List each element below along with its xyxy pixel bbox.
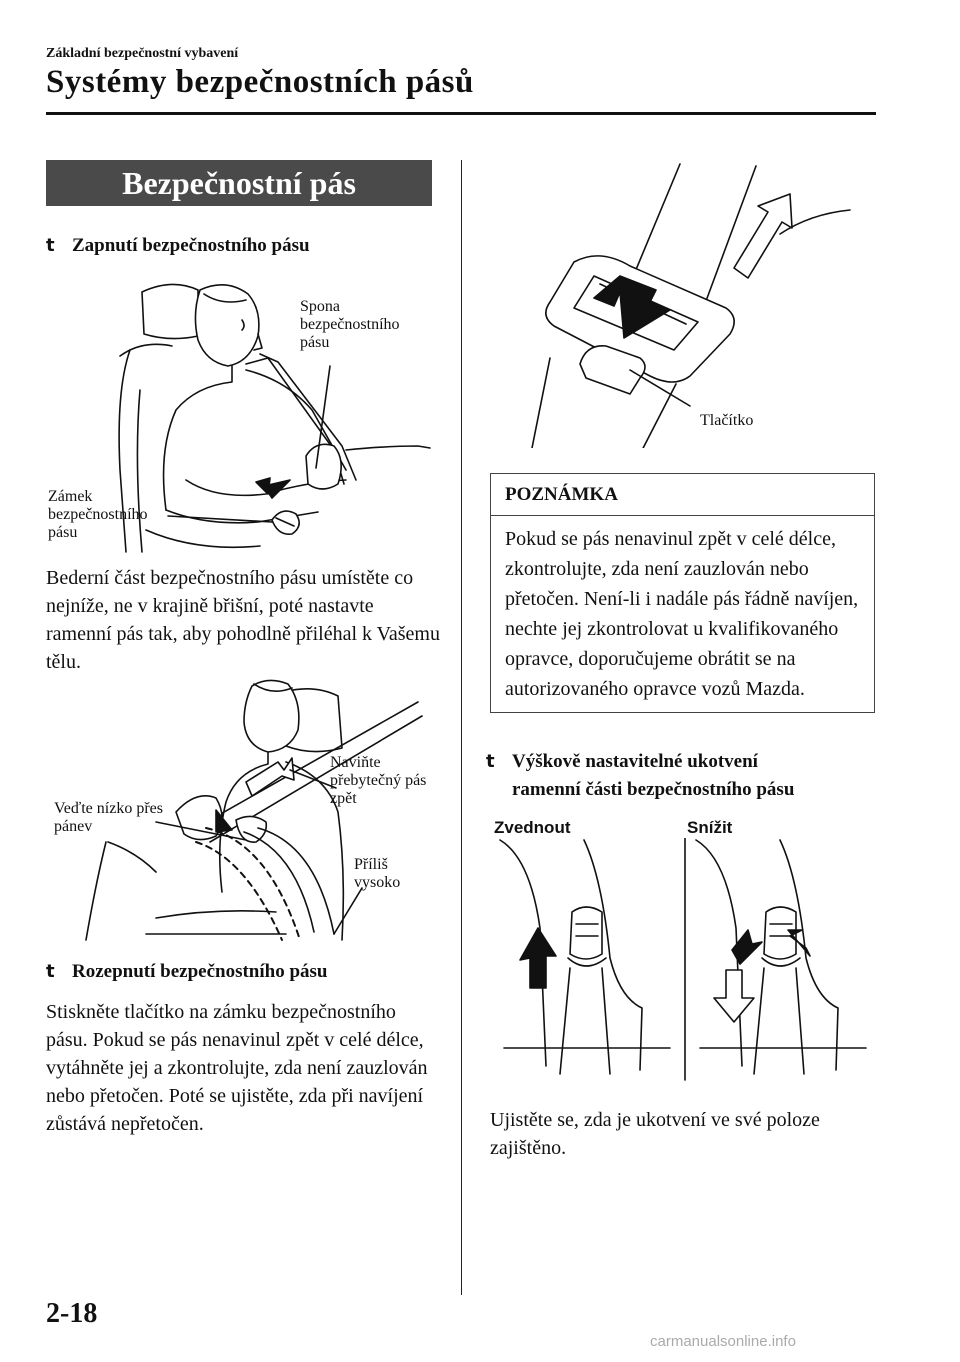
paragraph-fasten: Bederní část bezpečnostního pásu umístět… <box>46 567 440 673</box>
head <box>194 284 260 367</box>
headrest <box>141 283 199 340</box>
breadcrumb: Základní bezpečnostní vybavení <box>46 46 239 61</box>
heading-unfasten: t Rozepnutí bezpečnostního pásu <box>46 958 328 986</box>
pull-arrow <box>215 809 233 833</box>
note-box: POZNÁMKA Pokud se pás nenavinul zpět v c… <box>490 473 875 713</box>
callout-leader-buckle <box>167 515 273 523</box>
paragraph-unfasten: Stiskněte tlačítko na zámku bezpečnostní… <box>46 1001 428 1135</box>
bullet-icon: t <box>46 961 55 982</box>
release-illustration <box>531 163 851 448</box>
hand-left <box>175 795 223 841</box>
label-lower: Snížit <box>687 818 733 837</box>
label-too-high: Příliš vysoko <box>354 856 401 891</box>
section-banner: Bezpečnostní pás <box>46 160 432 206</box>
seat-edge <box>85 841 107 941</box>
press-arrow-right <box>787 929 811 957</box>
retract-arrow-3 <box>733 193 793 279</box>
dashed-low-line-1 <box>195 841 283 941</box>
watermark: carmanualsonline.info <box>650 1333 796 1350</box>
callout-leader-button <box>629 369 691 407</box>
callout-leader-low <box>155 821 247 841</box>
dashboard-line <box>345 445 431 451</box>
raise-arrow <box>519 927 557 989</box>
label-raise: Zvednout <box>494 818 571 837</box>
note-heading: POZNÁMKA <box>491 474 874 516</box>
anchor-lower-panel <box>695 839 867 1075</box>
title-rule <box>46 112 876 115</box>
heading-anchor: t Výškově nastavitelné ukotvení ramenní č… <box>486 748 794 804</box>
heading-fasten: t Zapnutí bezpečnostního pásu <box>46 232 310 260</box>
lap-belt <box>243 831 315 933</box>
callout-leader-high <box>333 887 363 935</box>
paragraph-anchor: Ujistěte se, zda je ukotvení ve své polo… <box>490 1109 820 1159</box>
heading-anchor-line1: Výškově nastavitelné ukotvení <box>512 751 758 772</box>
hand <box>305 443 342 490</box>
release-button <box>579 345 646 395</box>
label-low-hips: Veďte nízko přes pánev <box>54 800 163 835</box>
torso <box>162 365 233 511</box>
label-buckle: Zámek bezpečnostního pásu <box>48 488 148 541</box>
column-divider <box>461 160 462 1295</box>
positioning-illustration <box>85 679 423 941</box>
page-title: Systémy bezpečnostních pásů <box>46 64 474 100</box>
head-2 <box>243 679 300 753</box>
dashed-low-line-2 <box>205 827 301 941</box>
heading-unfasten-text: Rozepnutí bezpečnostního pásu <box>72 961 328 982</box>
press-arrow-left <box>731 929 763 965</box>
callout-leader-retract <box>289 769 337 789</box>
heading-fasten-text: Zapnutí bezpečnostního pásu <box>72 235 310 256</box>
lower-arrow <box>713 969 755 1023</box>
label-button: Tlačítko <box>700 412 754 429</box>
headrest-2 <box>283 688 343 753</box>
retract-arrow <box>245 757 295 797</box>
label-retract: Naviňte přebytečný pás zpět <box>330 754 427 807</box>
bullet-icon: t <box>46 235 55 256</box>
hand-right <box>235 815 268 843</box>
seat-back-line <box>118 349 131 553</box>
fasten-illustration <box>118 283 431 553</box>
shoulder-belt-2 <box>195 701 419 829</box>
note-text: Pokud se pás nenavinul zpět v celé délce… <box>505 528 859 700</box>
anchor-illustration <box>499 838 867 1081</box>
label-buckle-tongue: Spona bezpečnostního pásu <box>300 298 400 351</box>
press-arrow <box>593 275 671 339</box>
callout-leader-tongue <box>315 365 331 469</box>
shoulder-belt <box>259 353 357 481</box>
heading-anchor-line2: ramenní části bezpečnostního pásu <box>512 779 795 800</box>
cable <box>779 209 851 235</box>
anchor-raise-panel <box>499 839 671 1075</box>
page-number: 2-18 <box>46 1298 98 1329</box>
bullet-icon: t <box>486 751 495 772</box>
